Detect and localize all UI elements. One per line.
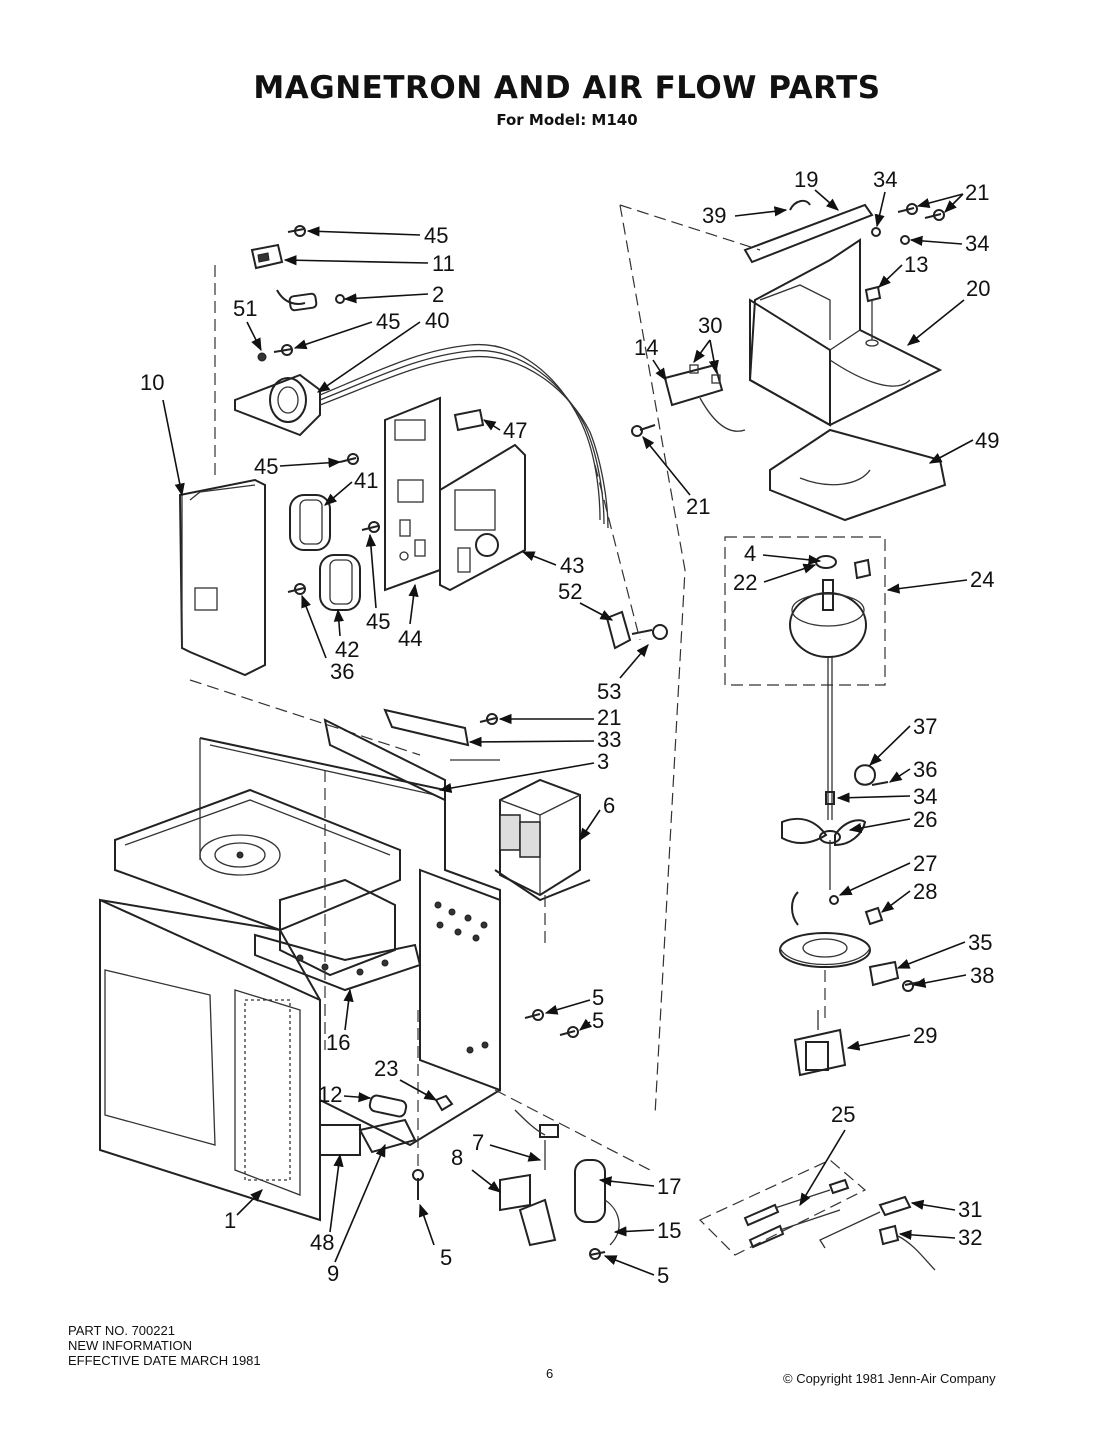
callout-43: 43 xyxy=(560,553,584,578)
callout-27: 27 xyxy=(913,851,937,876)
callout-41: 41 xyxy=(354,468,378,493)
fan-motor-assembly xyxy=(724,536,921,1077)
callout-19: 19 xyxy=(794,167,818,192)
callout-13: 13 xyxy=(904,252,928,277)
model-subtitle: For Model: M140 xyxy=(496,111,638,129)
transformer xyxy=(494,778,591,945)
callout-1: 1 xyxy=(224,1208,236,1233)
callout-5: 5 xyxy=(592,1008,604,1033)
wiring-parts xyxy=(698,1159,936,1271)
cabinet-assembly xyxy=(99,737,579,1222)
callout-48: 48 xyxy=(310,1230,334,1255)
callout-2: 2 xyxy=(432,282,444,307)
callout-42: 42 xyxy=(335,637,359,662)
callout-6: 6 xyxy=(603,793,615,818)
callout-45: 45 xyxy=(254,454,278,479)
fan-duct-assembly xyxy=(631,199,947,522)
callout-10: 10 xyxy=(140,370,164,395)
page-number: 6 xyxy=(546,1366,554,1381)
callout-40: 40 xyxy=(425,308,449,333)
callout-39: 39 xyxy=(702,203,726,228)
guide-line xyxy=(619,204,761,251)
control-panel-assembly xyxy=(178,225,668,756)
callout-22: 22 xyxy=(733,570,757,595)
callout-34: 34 xyxy=(913,784,937,809)
guide-line xyxy=(619,204,686,1116)
callout-5: 5 xyxy=(592,985,604,1010)
callout-5: 5 xyxy=(440,1245,452,1270)
callout-36: 36 xyxy=(913,757,937,782)
callout-33: 33 xyxy=(597,727,621,752)
callout-35: 35 xyxy=(968,930,992,955)
callout-24: 24 xyxy=(970,567,994,592)
callout-29: 29 xyxy=(913,1023,937,1048)
callout-34: 34 xyxy=(965,231,989,256)
callout-21: 21 xyxy=(965,180,989,205)
callout-28: 28 xyxy=(913,879,937,904)
air-guide-parts xyxy=(323,708,500,802)
callout-51: 51 xyxy=(233,296,257,321)
callout-labels: 45 11 2 51 45 40 10 45 41 47 45 42 36 44… xyxy=(140,167,999,1288)
callout-45: 45 xyxy=(376,309,400,334)
callout-31: 31 xyxy=(958,1197,982,1222)
callout-17: 17 xyxy=(657,1174,681,1199)
callout-36: 36 xyxy=(330,659,354,684)
callout-9: 9 xyxy=(327,1261,339,1286)
callout-14: 14 xyxy=(634,335,658,360)
callout-5: 5 xyxy=(657,1263,669,1288)
leader-arrows xyxy=(162,189,974,1276)
lower-electrical-parts xyxy=(494,1089,651,1260)
page-title: MAGNETRON AND AIR FLOW PARTS xyxy=(253,70,881,106)
footer-part-info: PART NO. 700221 NEW INFORMATION EFFECTIV… xyxy=(68,1323,261,1368)
callout-53: 53 xyxy=(597,679,621,704)
callout-15: 15 xyxy=(657,1218,681,1243)
callout-21: 21 xyxy=(597,705,621,730)
callout-34: 34 xyxy=(873,167,897,192)
callout-7: 7 xyxy=(472,1130,484,1155)
part-number: PART NO. 700221 xyxy=(68,1323,175,1338)
callout-12: 12 xyxy=(318,1082,342,1107)
callout-8: 8 xyxy=(451,1145,463,1170)
callout-20: 20 xyxy=(966,276,990,301)
callout-30: 30 xyxy=(698,313,722,338)
callout-44: 44 xyxy=(398,626,422,651)
callout-45: 45 xyxy=(366,609,390,634)
callout-11: 11 xyxy=(432,251,455,276)
callout-45: 45 xyxy=(424,223,448,248)
callout-4: 4 xyxy=(744,541,756,566)
information-note: NEW INFORMATION xyxy=(68,1338,192,1353)
callout-3: 3 xyxy=(597,749,609,774)
callout-49: 49 xyxy=(975,428,999,453)
copyright-notice: © Copyright 1981 Jenn-Air Company xyxy=(783,1371,996,1386)
callout-47: 47 xyxy=(503,418,527,443)
callout-37: 37 xyxy=(913,714,937,739)
callout-25: 25 xyxy=(831,1102,855,1127)
callout-52: 52 xyxy=(558,579,582,604)
callout-16: 16 xyxy=(326,1030,350,1055)
effective-date: EFFECTIVE DATE MARCH 1981 xyxy=(68,1353,261,1368)
callout-38: 38 xyxy=(970,963,994,988)
callout-26: 26 xyxy=(913,807,937,832)
callout-21: 21 xyxy=(686,494,710,519)
callout-23: 23 xyxy=(374,1056,398,1081)
callout-32: 32 xyxy=(958,1225,982,1250)
